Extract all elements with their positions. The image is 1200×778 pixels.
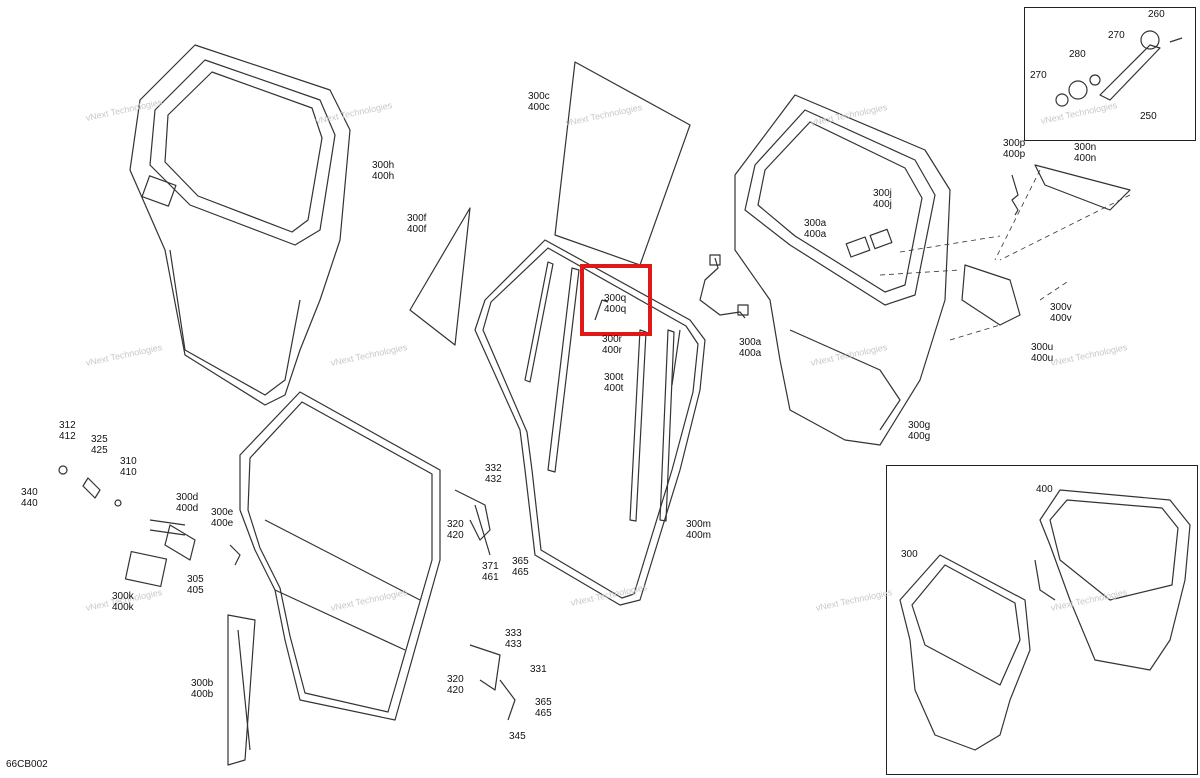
part-label: 300m 400m <box>686 519 712 541</box>
glass-300c <box>554 61 691 266</box>
part-label: 371 461 <box>482 561 499 583</box>
part-label: 270 <box>1030 70 1047 81</box>
part-label: 332 432 <box>485 463 502 485</box>
part-label: 300d 400d <box>176 492 199 514</box>
spring-300p <box>1011 174 1019 216</box>
part-label: 300p 400p <box>1003 138 1026 160</box>
door-panel-right <box>734 94 951 446</box>
part-label: 325 425 <box>91 434 108 456</box>
diagram-code: 66CB002 <box>6 759 48 770</box>
door-frame <box>239 391 441 721</box>
part-label: 345 <box>509 731 526 742</box>
part-label: 320 420 <box>447 674 464 696</box>
part-label: 300q 400q <box>604 293 627 315</box>
part-label: 300j 400j <box>873 188 892 210</box>
part-label: 300a 400a <box>804 218 827 240</box>
part-label: 300h 400h <box>372 160 395 182</box>
latch-300j <box>845 228 893 258</box>
part-label: 300 <box>901 549 918 560</box>
hardware-inset-drawing <box>1055 30 1183 107</box>
handle-300u <box>961 264 1021 326</box>
part-label: 300v 400v <box>1050 302 1072 324</box>
part-label: 300t 400t <box>604 372 624 394</box>
hinge-assembly <box>58 465 241 588</box>
part-label: 333 433 <box>505 628 522 650</box>
channels <box>524 261 681 522</box>
part-label: 300f 400f <box>407 213 427 235</box>
door-panel-left <box>129 44 351 406</box>
brackets <box>454 489 516 721</box>
wire-harness <box>699 257 746 319</box>
part-label: 300g 400g <box>908 420 931 442</box>
part-label: 300a 400a <box>739 337 762 359</box>
glass-300f <box>409 207 471 346</box>
assembled-doors-inset-box <box>886 465 1198 775</box>
part-label: 250 <box>1140 111 1157 122</box>
part-label: 310 410 <box>120 456 137 478</box>
part-label: 320 420 <box>447 519 464 541</box>
part-label: 270 <box>1108 30 1125 41</box>
hardware-inset-box <box>1024 7 1196 141</box>
part-label: 365 465 <box>512 556 529 578</box>
part-label: 340 440 <box>21 487 38 509</box>
part-label: 260 <box>1148 9 1165 20</box>
plate-300n <box>1034 164 1131 211</box>
part-label: 300e 400e <box>211 507 234 529</box>
part-label: 300b 400b <box>191 678 214 700</box>
highlighted-part-box <box>580 264 652 336</box>
part-label: 300u 400u <box>1031 342 1054 364</box>
part-label: 365 465 <box>535 697 552 719</box>
part-label: 331 <box>530 664 547 675</box>
part-label: 300k 400k <box>112 591 134 613</box>
part-label: 305 405 <box>187 574 204 596</box>
part-label: 300r 400r <box>602 334 623 356</box>
part-label: 300n 400n <box>1074 142 1097 164</box>
part-label: 280 <box>1069 49 1086 60</box>
part-label: 312 412 <box>59 420 76 442</box>
regulator-300b <box>227 614 256 766</box>
part-label: 400 <box>1036 484 1053 495</box>
assembled-doors-drawing <box>899 489 1191 751</box>
part-label: 300c 400c <box>528 91 550 113</box>
seal-300m <box>474 239 706 606</box>
